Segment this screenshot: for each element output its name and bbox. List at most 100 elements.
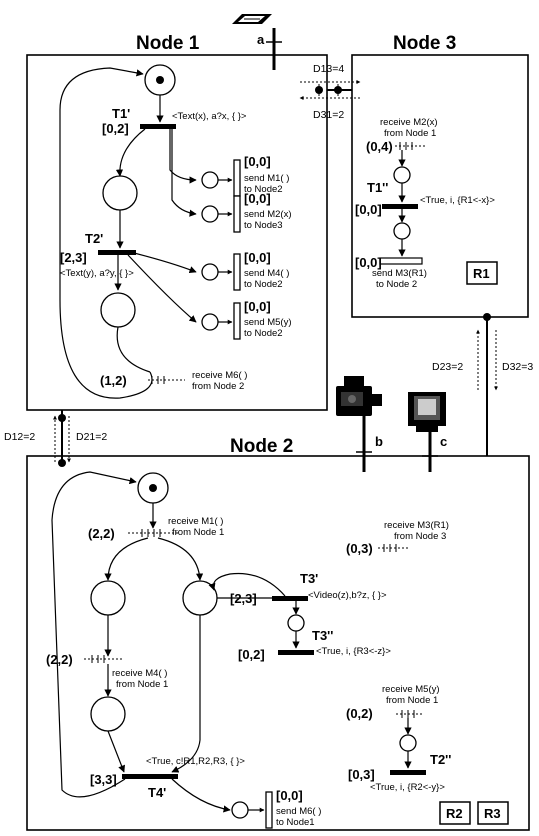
n1-t2-interval: [2,3] bbox=[60, 250, 87, 265]
n2-recv-m5-line1: receive M5(y) bbox=[382, 684, 440, 695]
n3-resource-r1-label: R1 bbox=[473, 266, 490, 281]
n2-transition-t2b bbox=[390, 770, 426, 775]
svg-text:send M5(y): send M5(y) bbox=[244, 317, 292, 328]
n3-transition-t1 bbox=[382, 204, 418, 209]
n1-t2-name: T2' bbox=[85, 231, 103, 246]
n2-recv-m4-interval: (2,2) bbox=[46, 652, 73, 667]
n3-t1-interval: [0,0] bbox=[355, 202, 382, 217]
delay-d13: D13=4 bbox=[313, 63, 344, 75]
n1-t1-guard: <Text(x), a?x, { }> bbox=[172, 111, 247, 122]
n3-send-line2: to Node 2 bbox=[376, 279, 417, 290]
n1-transition-t1 bbox=[140, 124, 176, 129]
n3-send-line1: send M3(R1) bbox=[372, 268, 427, 279]
n2-receive-m4-port bbox=[84, 655, 124, 663]
svg-text:to Node3: to Node3 bbox=[244, 220, 283, 231]
n3-t1-guard: <True, i, {R1<-x}> bbox=[420, 195, 495, 206]
n1-send-m4: [0,0] send M4( ) to Node2 bbox=[202, 250, 289, 290]
svg-text:[0,0]: [0,0] bbox=[244, 191, 271, 206]
svg-text:[0,0]: [0,0] bbox=[244, 154, 271, 169]
svg-text:send M2(x): send M2(x) bbox=[244, 209, 292, 220]
n3-receive-line1: receive M2(x) bbox=[380, 117, 438, 128]
n2-recv-m1-interval: (2,2) bbox=[88, 526, 115, 541]
device-b-video-camera-icon bbox=[336, 376, 382, 416]
n1-t1-interval: [0,2] bbox=[102, 121, 129, 136]
n2-recv-m3-line1: receive M3(R1) bbox=[384, 520, 449, 531]
svg-text:receive M6( ): receive M6( ) bbox=[192, 370, 247, 381]
n2-t4-name: T4' bbox=[148, 785, 166, 800]
n3-receive-interval: (0,4) bbox=[366, 139, 393, 154]
n3-receive-port bbox=[395, 142, 425, 150]
link-node2-node3 bbox=[478, 313, 496, 456]
n2-resource-r3-label: R3 bbox=[484, 806, 501, 821]
n2-place-left-1 bbox=[91, 581, 125, 615]
n2-transition-t4 bbox=[122, 774, 178, 779]
n2-t2b-name: T2'' bbox=[430, 752, 451, 767]
node3-title: Node 3 bbox=[393, 33, 456, 54]
n1-send-m2: [0,0] send M2(x) to Node3 bbox=[202, 191, 292, 232]
svg-text:send M1( ): send M1( ) bbox=[244, 173, 289, 184]
device-a-label: a bbox=[257, 32, 265, 47]
n2-t4-interval: [3,3] bbox=[90, 772, 117, 787]
device-a-keyboard-icon bbox=[232, 14, 272, 24]
n3-t1-name: T1'' bbox=[367, 180, 388, 195]
n1-place-2 bbox=[103, 176, 137, 210]
n1-send-m5: [0,0] send M5(y) to Node2 bbox=[202, 299, 292, 339]
device-c-label: c bbox=[440, 434, 447, 449]
delay-d21: D21=2 bbox=[76, 431, 107, 443]
n2-transition-t3 bbox=[272, 596, 308, 601]
n3-send-bar bbox=[380, 258, 422, 264]
n2-transition-t3b bbox=[278, 650, 314, 655]
n1-receive-m6: (1,2) receive M6( ) from Node 2 bbox=[100, 370, 247, 392]
delay-d31: D31=2 bbox=[313, 109, 344, 121]
delay-d32: D32=3 bbox=[502, 361, 533, 373]
n2-recv-m3-line2: from Node 3 bbox=[394, 531, 446, 542]
n3-place-2 bbox=[394, 223, 410, 239]
n3-place-1 bbox=[394, 167, 410, 183]
n2-t3-guard: <Video(z),b?z, { }> bbox=[308, 590, 387, 601]
svg-text:send M6( ): send M6( ) bbox=[276, 806, 321, 817]
n2-resource-r2-label: R2 bbox=[446, 806, 463, 821]
link-node1-node3 bbox=[300, 82, 360, 98]
node1-title: Node 1 bbox=[136, 33, 200, 54]
n3-receive-line2: from Node 1 bbox=[384, 128, 436, 139]
svg-text:from Node 2: from Node 2 bbox=[192, 381, 244, 392]
svg-text:[0,0]: [0,0] bbox=[276, 788, 303, 803]
n2-recv-m4-line2: from Node 1 bbox=[116, 679, 168, 690]
n1-place-3 bbox=[101, 293, 135, 327]
n2-receive-m3-port bbox=[378, 544, 410, 552]
n2-place-m5 bbox=[400, 735, 416, 751]
n2-receive-m5-port bbox=[396, 710, 424, 718]
n2-t3-interval: [2,3] bbox=[230, 591, 257, 606]
n2-t2b-guard: <True, i, {R2<-y}> bbox=[370, 782, 445, 793]
n2-place-right-1 bbox=[183, 581, 217, 615]
svg-text:to Node1: to Node1 bbox=[276, 817, 315, 828]
n2-t3-name: T3' bbox=[300, 571, 318, 586]
svg-text:to Node2: to Node2 bbox=[244, 328, 283, 339]
n2-t4-guard: <True, c!R1,R2,R3, { }> bbox=[146, 756, 245, 767]
n2-recv-m3-interval: (0,3) bbox=[346, 541, 373, 556]
n2-place-t3-out bbox=[288, 615, 304, 631]
n2-receive-m1-port bbox=[128, 529, 178, 537]
n2-start-token bbox=[149, 484, 157, 492]
n2-recv-m1-line1: receive M1( ) bbox=[168, 516, 223, 527]
node2-title: Node 2 bbox=[230, 436, 293, 457]
svg-text:to Node2: to Node2 bbox=[244, 279, 283, 290]
n2-place-left-2 bbox=[91, 697, 125, 731]
n2-send-m6: [0,0] send M6( ) to Node1 bbox=[232, 788, 321, 828]
n2-t3b-interval: [0,2] bbox=[238, 647, 265, 662]
svg-text:(1,2): (1,2) bbox=[100, 373, 127, 388]
n2-t2b-interval: [0,3] bbox=[348, 767, 375, 782]
n2-recv-m5-interval: (0,2) bbox=[346, 706, 373, 721]
n2-recv-m1-line2: from Node 1 bbox=[172, 527, 224, 538]
n1-send-m1: [0,0] send M1( ) to Node2 bbox=[202, 154, 289, 196]
n2-t3b-name: T3'' bbox=[312, 628, 333, 643]
n2-recv-m4-line1: receive M4( ) bbox=[112, 668, 167, 679]
svg-text:send M4( ): send M4( ) bbox=[244, 268, 289, 279]
n1-t2-guard: <Text(y), a?y, { }> bbox=[60, 268, 134, 279]
n2-recv-m5-line2: from Node 1 bbox=[386, 695, 438, 706]
svg-text:[0,0]: [0,0] bbox=[244, 299, 271, 314]
device-b-label: b bbox=[375, 434, 383, 449]
delay-d23: D23=2 bbox=[432, 361, 463, 373]
svg-text:[0,0]: [0,0] bbox=[244, 250, 271, 265]
